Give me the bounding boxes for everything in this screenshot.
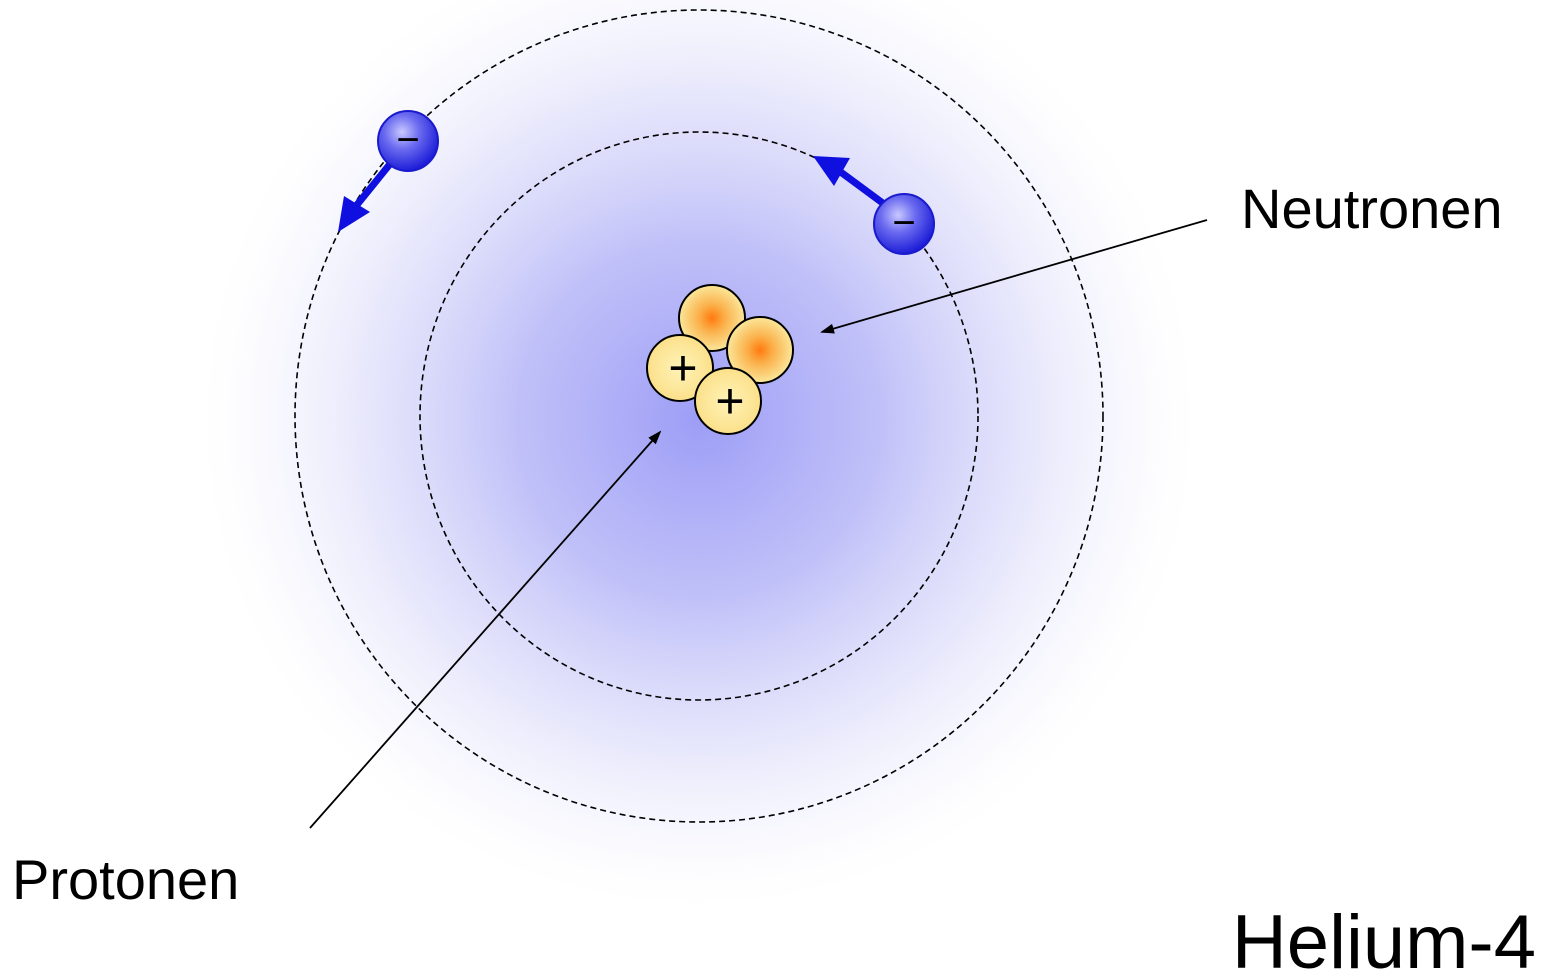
neutron-top <box>678 284 746 352</box>
electron-outer-arrow-shaft <box>352 160 394 210</box>
electron-cloud <box>189 0 1209 920</box>
protons-label: Protonen <box>12 848 239 911</box>
inner-orbit <box>419 131 979 701</box>
electron-inner: − <box>813 156 935 255</box>
electron-outer: − <box>338 110 439 232</box>
electron-outer-ball <box>377 110 439 172</box>
proton-left <box>646 334 714 402</box>
electron-outer-charge: − <box>396 118 419 162</box>
proton-bottom-charge: + <box>715 373 744 429</box>
electron-inner-arrow-head <box>813 156 850 186</box>
neutron-right <box>726 316 794 384</box>
neutrons-label: Neutronen <box>1241 177 1503 240</box>
electron-inner-charge: − <box>892 201 915 245</box>
nucleus: + + <box>646 284 794 435</box>
outer-orbit <box>294 9 1104 823</box>
electron-inner-arrow-shaft <box>838 169 888 208</box>
proton-left-charge: + <box>668 340 697 396</box>
neutrons-pointer-line <box>820 219 1208 334</box>
electron-outer-arrow-head <box>338 196 370 232</box>
protons-pointer-line <box>309 430 662 829</box>
element-title: Helium-4 <box>1232 900 1536 978</box>
electron-inner-ball <box>873 193 935 255</box>
proton-bottom <box>694 367 762 435</box>
